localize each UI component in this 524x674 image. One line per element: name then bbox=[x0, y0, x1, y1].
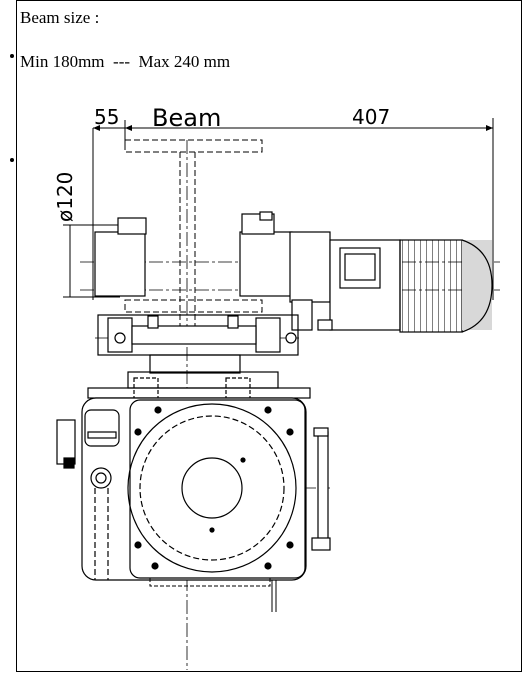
trolley-motor bbox=[289, 231, 493, 333]
trolley-wheels bbox=[94, 211, 293, 297]
beam-size-label: Beam size : bbox=[20, 8, 100, 27]
axle-assembly bbox=[97, 314, 299, 374]
control-box bbox=[56, 409, 120, 580]
i-beam bbox=[124, 139, 263, 330]
dim-55: 55 bbox=[94, 105, 119, 129]
rope bbox=[149, 577, 277, 612]
dim-407: 407 bbox=[352, 105, 390, 129]
edge-markers bbox=[10, 54, 14, 162]
hoist-body bbox=[81, 397, 307, 581]
drawing-frame bbox=[16, 0, 522, 672]
dim-beam: Beam bbox=[152, 104, 221, 132]
beam-size-range: Min 180mm --- Max 240 mm bbox=[20, 52, 231, 71]
dim-diameter: ø120 bbox=[53, 172, 77, 222]
dimension-lines bbox=[63, 118, 494, 300]
side-rail bbox=[311, 427, 331, 551]
